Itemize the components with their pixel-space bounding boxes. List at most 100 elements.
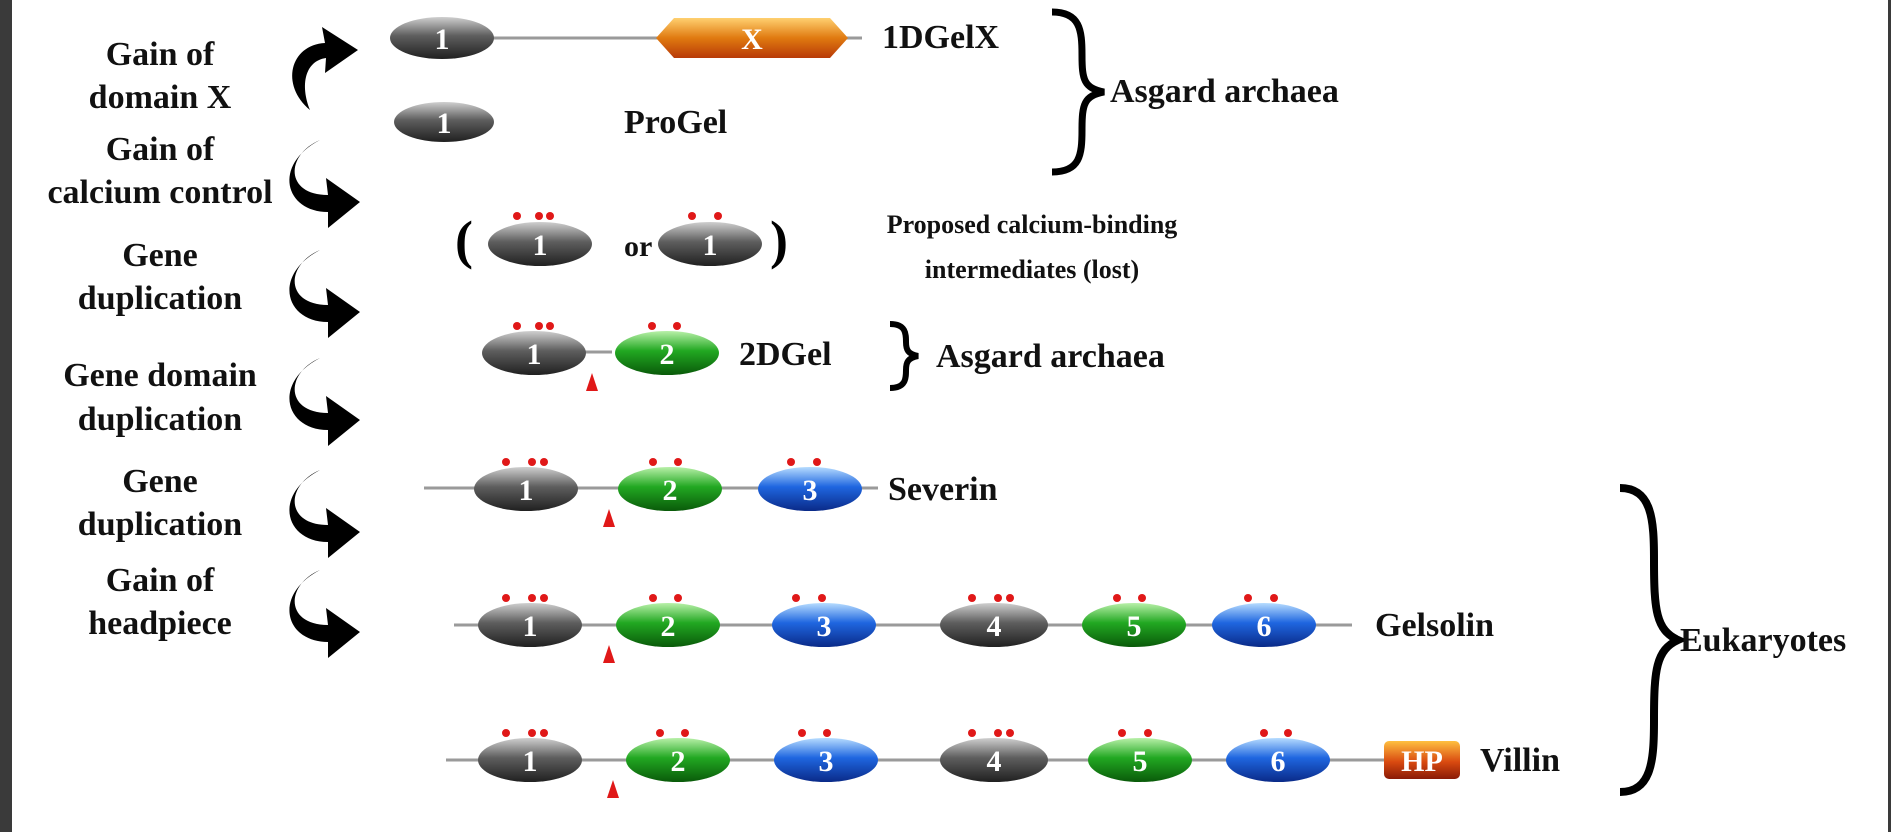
domain-5 <box>1088 738 1192 782</box>
domain-1-label: 1 <box>435 23 450 56</box>
calcium-site-dot <box>968 729 976 737</box>
calcium-site-dot <box>502 729 510 737</box>
calcium-site-dot <box>823 729 831 737</box>
intermediates-label-line-2: intermediates (lost) <box>925 255 1139 284</box>
or-label: or <box>624 230 652 263</box>
close-paren: ) <box>770 210 788 270</box>
cleavage-site-marker <box>607 780 619 798</box>
domain-x-label: X <box>741 23 763 56</box>
calcium-site-dot <box>1270 594 1278 602</box>
calcium-site-dot <box>513 322 521 330</box>
domain-3 <box>772 603 876 647</box>
calcium-site-dot <box>1118 729 1126 737</box>
step-label-gene-domain-duplication: Gene domain duplication <box>63 357 257 438</box>
domain-5 <box>1082 603 1186 647</box>
protein-label-severin: Severin <box>888 471 998 508</box>
domain-1 <box>482 331 586 375</box>
domain-3-label: 3 <box>803 474 818 507</box>
domain-2-label: 2 <box>671 745 686 778</box>
domain-1-label: 1 <box>437 107 452 140</box>
calcium-site-dot <box>813 458 821 466</box>
group-label-asgard-1: Asgard archaea <box>1110 73 1339 110</box>
protein-progel: 1 ProGel <box>394 102 727 142</box>
step-3-line-2: duplication <box>78 280 242 317</box>
calcium-site-dot <box>528 594 536 602</box>
step-3-line-1: Gene <box>122 237 198 274</box>
calcium-site-dot <box>528 729 536 737</box>
domain-2 <box>626 738 730 782</box>
domain-4 <box>940 603 1048 647</box>
domain-6-label: 6 <box>1257 610 1272 643</box>
calcium-site-dot <box>546 212 554 220</box>
domain-2 <box>616 603 720 647</box>
calcium-site-dot <box>649 594 657 602</box>
proposed-intermediates: ( 1 or 1 ) Proposed calcium-binding inte… <box>455 210 1177 284</box>
open-paren: ( <box>455 210 473 270</box>
domain-1 <box>478 738 582 782</box>
domain-5-label: 5 <box>1133 745 1148 778</box>
domain-6-label: 6 <box>1271 745 1286 778</box>
calcium-site-dot <box>535 322 543 330</box>
step-2-line-1: Gain of <box>106 131 215 168</box>
domain-3-label: 3 <box>817 610 832 643</box>
calcium-site-dot <box>1260 729 1268 737</box>
calcium-site-dot <box>681 729 689 737</box>
calcium-site-dot <box>787 458 795 466</box>
calcium-site-dot <box>502 594 510 602</box>
domain-1 <box>390 17 494 59</box>
curved-arrow-icon <box>292 27 358 110</box>
gelsolin-evolution-diagram: Gain of domain X Gain of calcium control… <box>47 8 1846 798</box>
calcium-site-dot <box>648 322 656 330</box>
step-6-line-1: Gain of <box>106 562 215 599</box>
calcium-site-dot <box>994 594 1002 602</box>
brace <box>1051 8 1105 176</box>
protein-label-progel: ProGel <box>624 104 727 141</box>
step-label-gain-calcium-control: Gain of calcium control <box>47 131 272 211</box>
domain-1-label: 1 <box>533 229 548 262</box>
cleavage-site-marker <box>603 509 615 527</box>
curved-arrow-icon <box>289 570 360 658</box>
calcium-site-dot <box>656 729 664 737</box>
domain-3 <box>758 467 862 511</box>
domain-5-label: 5 <box>1127 610 1142 643</box>
step-label-gain-headpiece: Gain of headpiece <box>88 562 232 642</box>
domain-3 <box>774 738 878 782</box>
step-6-line-2: headpiece <box>88 605 232 642</box>
calcium-site-dot <box>540 594 548 602</box>
group-brace-asgard-2: Asgard archaea <box>889 321 1165 391</box>
protein-label-gelsolin: Gelsolin <box>1375 607 1494 644</box>
domain-1 <box>474 467 578 511</box>
calcium-site-dot <box>1244 594 1252 602</box>
calcium-site-dot <box>546 322 554 330</box>
domain-1 <box>658 222 762 266</box>
calcium-site-dot <box>513 212 521 220</box>
step-label-gene-duplication-2: Gene duplication <box>78 463 242 543</box>
calcium-site-dot <box>1006 729 1014 737</box>
domain-6 <box>1212 603 1316 647</box>
calcium-site-dot <box>673 322 681 330</box>
curved-arrow-icon <box>289 470 360 558</box>
domain-1-label: 1 <box>703 229 718 262</box>
headpiece-domain <box>1384 741 1460 779</box>
step-label-gain-domain-x: Gain of domain X <box>89 36 232 116</box>
domain-1 <box>394 102 494 142</box>
calcium-site-dot <box>649 458 657 466</box>
curved-arrow-icon <box>289 250 360 338</box>
curved-arrow-icon <box>289 140 360 228</box>
step-4-line-1: Gene domain <box>63 357 257 394</box>
protein-villin: 1 2 3 4 5 6 HP Villin <box>446 729 1560 798</box>
protein-2dgel: 1 2 2DGel <box>482 322 832 391</box>
domain-2-label: 2 <box>663 474 678 507</box>
calcium-site-dot <box>1138 594 1146 602</box>
calcium-site-dot <box>792 594 800 602</box>
cleavage-site-marker <box>586 373 598 391</box>
calcium-site-dot <box>1006 594 1014 602</box>
brace <box>1619 484 1688 796</box>
domain-2-label: 2 <box>660 338 675 371</box>
domain-2 <box>615 331 719 375</box>
group-brace-eukaryotes: Eukaryotes <box>1619 484 1846 796</box>
calcium-site-dot <box>1113 594 1121 602</box>
group-label-asgard-2: Asgard archaea <box>936 338 1165 375</box>
calcium-site-dot <box>1144 729 1152 737</box>
group-brace-asgard-1: Asgard archaea <box>1051 8 1339 176</box>
